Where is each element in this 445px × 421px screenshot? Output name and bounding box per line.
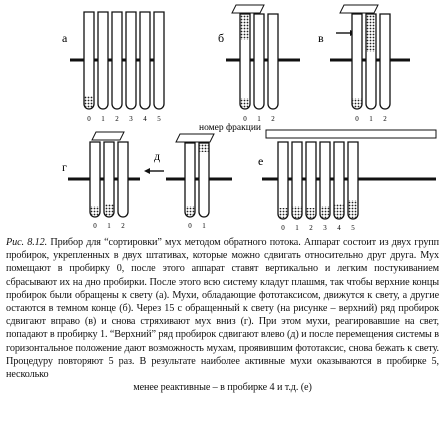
panel-g: г 0 1 2 [62, 131, 140, 230]
tube-3 [125, 11, 137, 110]
tube-3 [319, 141, 331, 220]
light-bar [231, 4, 265, 14]
caption-last-line: менее реактивные – в пробирке 4 и т.д. (… [133, 382, 312, 394]
flies-bottom [320, 206, 330, 219]
tube-numbers-a: 0 1 2 3 4 5 [87, 115, 161, 123]
light-bar [339, 4, 379, 14]
panel-v: в 0 1 2 [318, 4, 410, 123]
tube-number: 1 [202, 222, 206, 230]
light-bar [91, 131, 125, 141]
tube-2 [117, 141, 129, 218]
flies-bottom [84, 96, 94, 109]
tube-0 [351, 13, 363, 110]
tube-1 [103, 141, 115, 218]
tube-number: 1 [295, 224, 299, 232]
tube-number: 0 [188, 222, 192, 230]
tube-number: 1 [101, 115, 105, 123]
tube-group [277, 141, 359, 220]
tube-numbers-g: 0 1 2 [93, 222, 125, 230]
tube-5 [347, 141, 359, 220]
tube-number: 2 [309, 224, 313, 232]
tube-1 [198, 142, 210, 218]
arrow-left-icon-head [144, 168, 150, 174]
tube-numbers-d: 0 1 [188, 222, 206, 230]
tube-number: 2 [271, 115, 275, 123]
tube-number: 5 [351, 224, 355, 232]
flies-bottom [90, 206, 100, 217]
tube-number: 4 [143, 115, 147, 123]
panel-letter-v: в [318, 31, 324, 45]
tube-numbers-b: 0 1 2 [243, 115, 275, 123]
tube-4 [139, 11, 151, 110]
tube-group [184, 142, 210, 218]
sorting-apparatus-figure: а 0 1 2 3 4 5 б [62, 4, 437, 232]
flies-bottom [185, 206, 195, 217]
tube-0 [277, 141, 289, 220]
light-bar [265, 129, 437, 139]
flies-bottom [278, 208, 288, 219]
tube-group [89, 141, 129, 218]
tube-number: 5 [157, 115, 161, 123]
panel-d: д 0 1 [144, 133, 232, 230]
flies-top [366, 15, 376, 52]
tube-5 [153, 11, 165, 110]
tube-1 [253, 13, 265, 110]
tube-number: 2 [121, 222, 125, 230]
tube-2 [379, 13, 391, 110]
tube-number: 1 [257, 115, 261, 123]
panel-letter-e: е [258, 154, 263, 168]
tube-group [83, 11, 165, 110]
tube-number: 3 [129, 115, 133, 123]
fraction-number-label: номер фракции [199, 122, 261, 133]
tube-number: 2 [383, 115, 387, 123]
tube-2 [111, 11, 123, 110]
flies-bottom [240, 98, 250, 109]
flies-top [199, 144, 209, 152]
tube-number: 1 [369, 115, 373, 123]
panel-a: а 0 1 2 3 4 5 [62, 11, 165, 123]
tube-group [239, 13, 279, 110]
tube-0 [83, 11, 95, 110]
panel-letter-b: б [218, 31, 224, 45]
flies-bottom [104, 204, 114, 217]
flies-top [240, 15, 250, 40]
light-bar [175, 133, 215, 143]
tube-number: 0 [355, 115, 359, 123]
tube-0 [89, 141, 101, 218]
flies-bottom-group [278, 200, 358, 219]
tube-number: 0 [87, 115, 91, 123]
tube-number: 2 [115, 115, 119, 123]
tube-1 [291, 141, 303, 220]
tube-numbers-v: 0 1 2 [355, 115, 387, 123]
flies-bottom [292, 206, 302, 219]
tube-number: 3 [323, 224, 327, 232]
panel-letter-g: г [62, 160, 67, 174]
tube-number: 0 [281, 224, 285, 232]
flies-bottom [352, 98, 362, 109]
flies-bottom [306, 208, 316, 219]
tube-numbers-e: 0 1 2 3 4 5 [281, 224, 355, 232]
tube-2 [267, 13, 279, 110]
tube-number: 0 [243, 115, 247, 123]
tube-number: 1 [107, 222, 111, 230]
tube-number: 0 [93, 222, 97, 230]
caption-body: Прибор для “сортировки” мух методом обра… [6, 237, 440, 381]
tube-2 [305, 141, 317, 220]
panel-b: б 0 1 2 [218, 4, 300, 123]
tube-0 [184, 142, 196, 218]
tube-number: 4 [337, 224, 341, 232]
panel-letter-a: а [62, 31, 68, 45]
tube-4 [333, 141, 345, 220]
figure-number: Рис. 8.12. [6, 237, 48, 248]
figure-caption: Рис. 8.12. Прибор для “сортировки” мух м… [6, 236, 439, 418]
panel-letter-d: д [154, 149, 160, 163]
flies-bottom [348, 200, 358, 219]
panel-e: е 0 1 2 3 4 5 [258, 129, 437, 232]
flies-bottom [334, 204, 344, 219]
tube-1 [97, 11, 109, 110]
